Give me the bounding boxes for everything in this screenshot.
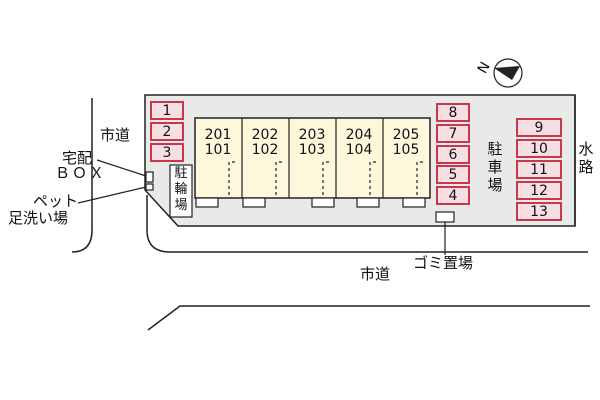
parking-spot-2: 2 bbox=[150, 122, 184, 141]
unit-102: 102 bbox=[251, 142, 279, 158]
road-edge-west bbox=[71, 98, 93, 253]
parking-spot-6: 6 bbox=[436, 145, 470, 164]
parking-spot-4: 4 bbox=[436, 186, 470, 205]
parking-spot-7: 7 bbox=[436, 124, 470, 143]
unit-202: 202 bbox=[251, 127, 279, 143]
unit-203: 203 bbox=[298, 127, 326, 143]
parking-spot-1: 1 bbox=[150, 101, 184, 120]
car-parking-label: 駐車場 bbox=[487, 140, 503, 194]
unit-201: 201 bbox=[204, 127, 232, 143]
parking-spot-10: 10 bbox=[516, 139, 562, 158]
road-south-label: 市道 bbox=[360, 265, 391, 283]
apartment-building bbox=[194, 117, 431, 199]
parking-spot-12: 12 bbox=[516, 181, 562, 200]
road-edge-south bbox=[147, 305, 590, 331]
unit-105: 105 bbox=[392, 142, 420, 158]
waterway-label: 水路 bbox=[578, 140, 594, 176]
delivery-box-label-2: ＢＯＸ bbox=[55, 164, 107, 182]
parking-spot-9: 9 bbox=[516, 118, 562, 137]
pet-wash-marker bbox=[145, 183, 154, 191]
road-west-label: 市道 bbox=[100, 126, 131, 144]
garbage-label: ゴミ置場 bbox=[413, 254, 474, 272]
bicycle-parking-area bbox=[169, 164, 193, 218]
pet-wash-label: ペット bbox=[33, 192, 79, 210]
unit-101: 101 bbox=[204, 142, 232, 158]
bicycle-parking-label: 駐輪場 bbox=[174, 166, 188, 213]
unit-205: 205 bbox=[392, 127, 420, 143]
parking-spot-13: 13 bbox=[516, 202, 562, 221]
unit-204: 204 bbox=[345, 127, 373, 143]
unit-103: 103 bbox=[298, 142, 326, 158]
garbage-area bbox=[435, 211, 455, 223]
unit-104: 104 bbox=[345, 142, 373, 158]
pet-wash-label-2: 足洗い場 bbox=[8, 209, 69, 227]
parking-spot-8: 8 bbox=[436, 103, 470, 122]
compass-icon bbox=[493, 58, 523, 88]
parking-spot-5: 5 bbox=[436, 165, 470, 184]
road-edge-north bbox=[146, 195, 588, 253]
parking-spot-3: 3 bbox=[150, 143, 184, 162]
parking-spot-11: 11 bbox=[516, 160, 562, 179]
delivery-box-marker bbox=[145, 171, 154, 183]
delivery-box-label: 宅配 bbox=[62, 149, 93, 167]
